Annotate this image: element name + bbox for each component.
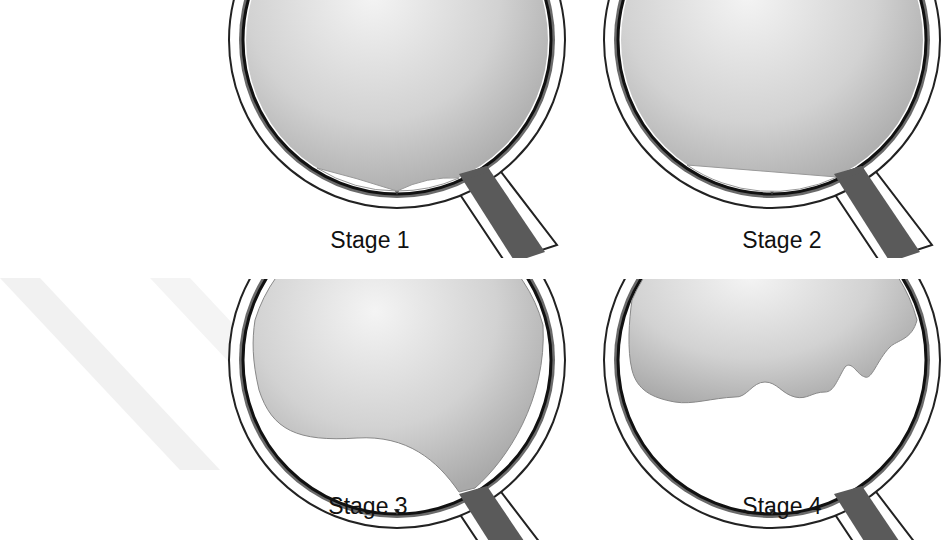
stage-label: Stage 1 bbox=[330, 228, 409, 253]
stage-label: Stage 2 bbox=[742, 228, 821, 253]
eye-stage-3 bbox=[229, 279, 565, 540]
eye-stage-2 bbox=[604, 0, 940, 258]
eye-stage-4 bbox=[604, 279, 940, 540]
stage-label: Stage 4 bbox=[742, 494, 821, 519]
eye-stage-1 bbox=[229, 0, 565, 258]
stage-label: Stage 3 bbox=[328, 494, 407, 519]
